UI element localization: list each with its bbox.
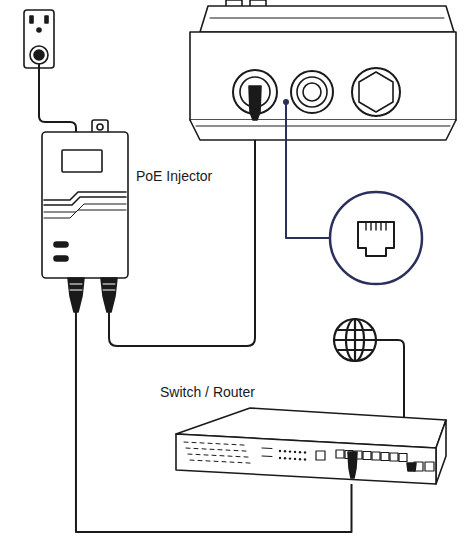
vent-slot	[240, 444, 244, 445]
status-led	[304, 451, 306, 453]
vent-slot	[194, 448, 198, 449]
status-led	[299, 458, 301, 460]
vent-slot	[196, 454, 200, 455]
vent-slot	[192, 442, 196, 443]
vent-slot	[190, 460, 194, 461]
ethernet-port	[372, 452, 380, 460]
vent-slot	[204, 454, 208, 455]
vent-slot	[212, 455, 216, 456]
status-led	[284, 450, 286, 452]
status-led	[289, 450, 291, 452]
status-led	[279, 450, 281, 452]
status-led	[284, 457, 286, 459]
access-point	[190, 0, 456, 140]
ethernet-port	[399, 454, 407, 462]
vent-slot	[246, 462, 250, 463]
poe-injector	[42, 120, 128, 312]
status-led	[279, 457, 281, 459]
vent-slot	[198, 460, 202, 461]
vent-slot	[222, 461, 226, 462]
wall-outlet	[24, 10, 54, 68]
status-led	[294, 458, 296, 460]
vent-slot	[210, 449, 214, 450]
internet-globe	[334, 319, 376, 361]
port-callout	[283, 99, 422, 284]
status-led	[289, 457, 291, 459]
vent-slot	[208, 443, 212, 444]
vent-slot	[234, 450, 238, 451]
vent-slot	[218, 449, 222, 450]
vent-slot	[184, 442, 188, 443]
vent-slot	[228, 456, 232, 457]
power-cord	[39, 64, 76, 132]
ethernet-cable	[76, 278, 352, 532]
vent-slot	[224, 444, 228, 445]
vent-slot	[244, 456, 248, 457]
status-led	[299, 451, 301, 453]
vent-slot	[200, 442, 204, 443]
status-led	[294, 451, 296, 453]
switch-router	[176, 408, 446, 484]
switch-box: Switch / Router	[176, 408, 446, 484]
vent-slot	[206, 460, 210, 461]
vent-slot	[226, 450, 230, 451]
ethernet-port	[381, 453, 389, 461]
vent-slot	[214, 461, 218, 462]
vent-slot	[220, 455, 224, 456]
node-label: PoE Injector	[136, 168, 212, 185]
poe-cable	[109, 118, 255, 346]
vent-slot	[236, 456, 240, 457]
vent-slot	[242, 450, 246, 451]
vent-slot	[186, 448, 190, 449]
vent-slot	[216, 443, 220, 444]
node-label: Switch / Router	[160, 384, 255, 401]
ethernet-port	[390, 453, 398, 461]
status-led	[304, 458, 306, 460]
injector-box: PoE Injector	[42, 132, 128, 278]
vent-slot	[202, 448, 206, 449]
vent-slot	[238, 462, 242, 463]
ethernet-port	[336, 450, 344, 458]
ethernet-port	[363, 452, 371, 460]
vent-slot	[230, 462, 234, 463]
vent-slot	[232, 444, 236, 445]
vent-slot	[188, 454, 192, 455]
